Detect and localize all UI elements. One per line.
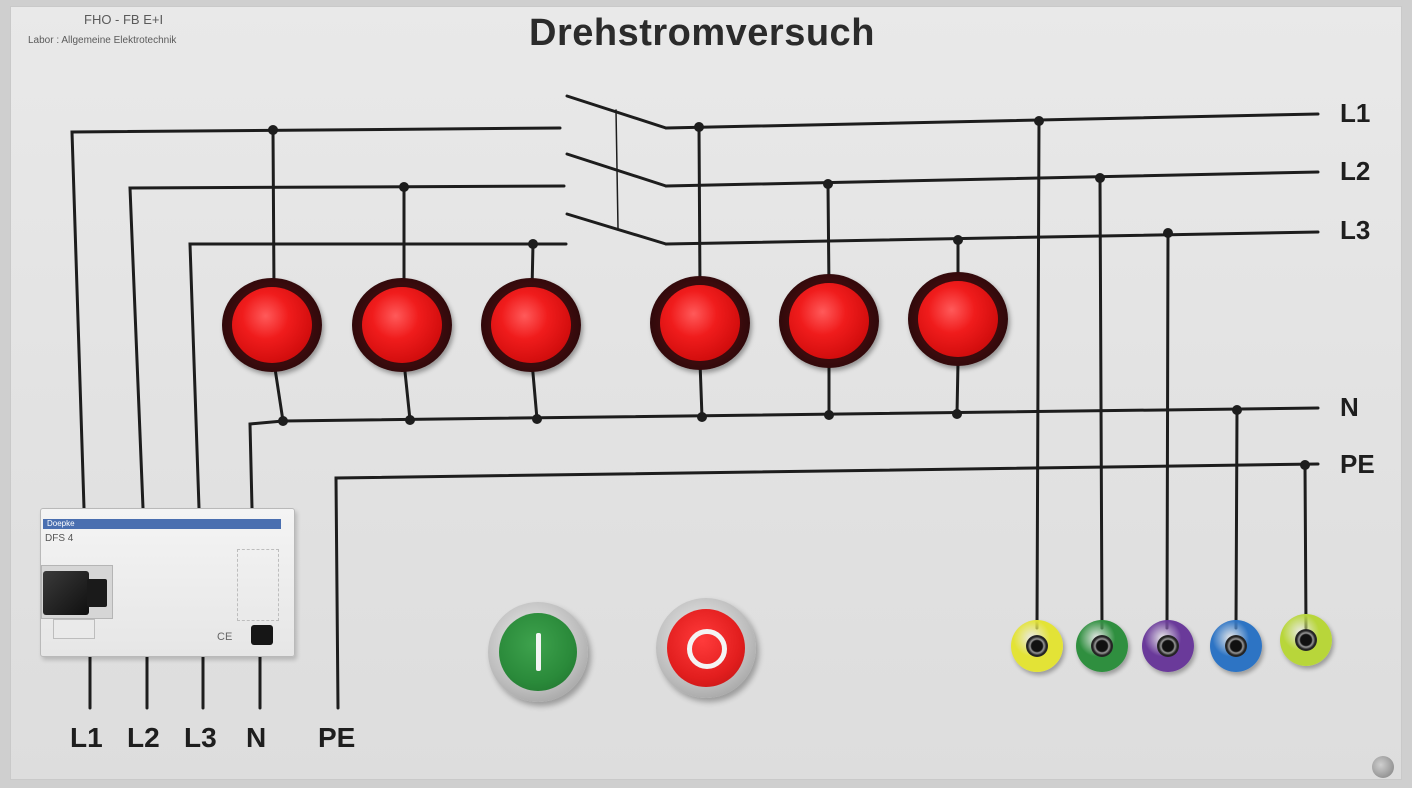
bus-l2 xyxy=(664,170,1320,188)
rcd-breaker: Doepke DFS 4 CE xyxy=(40,508,295,657)
socket-n[interactable] xyxy=(1210,620,1262,672)
wire-in-l1 xyxy=(70,126,562,510)
switch-coupler xyxy=(615,109,619,229)
junction-dot xyxy=(278,416,288,426)
junction-dot xyxy=(399,182,409,192)
rcd-toggle-lever[interactable] xyxy=(43,571,89,615)
start-button[interactable] xyxy=(488,602,588,702)
stop-button[interactable] xyxy=(656,598,756,698)
ce-mark: CE xyxy=(217,631,233,643)
indicator-lamp-1 xyxy=(222,278,322,372)
bus-label-pe: PE xyxy=(1340,449,1375,479)
junction-dot xyxy=(697,412,707,422)
bus-l1 xyxy=(664,112,1320,130)
junction-dot xyxy=(532,414,542,424)
switch-blade-l3 xyxy=(565,212,668,246)
socket-pe[interactable] xyxy=(1280,614,1332,666)
junction-dot xyxy=(952,409,962,419)
bottom-label-n: N xyxy=(246,722,267,753)
wire-pe xyxy=(334,462,1320,710)
bottom-label-pe: PE xyxy=(318,722,356,753)
wire-in-n xyxy=(248,406,1320,510)
junction-dot xyxy=(1095,173,1105,183)
socket-l2[interactable] xyxy=(1076,620,1128,672)
rcd-type-label: DFS 4 xyxy=(45,533,74,544)
bus-label-l2: L2 xyxy=(1340,156,1371,186)
junction-dot xyxy=(1163,228,1173,238)
bottom-label-l1: L1 xyxy=(70,722,103,753)
junction-dot xyxy=(1232,405,1242,415)
socket-l3[interactable] xyxy=(1142,620,1194,672)
rcd-lever-grip xyxy=(87,579,107,607)
bus-label-l1: L1 xyxy=(1340,98,1371,128)
page-title: Drehstromversuch xyxy=(529,12,875,54)
mounting-screw xyxy=(1372,756,1394,778)
rcd-circuit-diagram xyxy=(237,549,279,621)
off-symbol xyxy=(687,629,727,669)
socket-l1[interactable] xyxy=(1011,620,1063,672)
junction-dot xyxy=(694,122,704,132)
junction-dot xyxy=(528,239,538,249)
header-lab: Labor : Allgemeine Elektrotechnik xyxy=(28,35,177,46)
bottom-label-l2: L2 xyxy=(127,722,160,753)
rcd-status-window xyxy=(53,619,95,639)
indicator-lamp-5 xyxy=(779,274,879,368)
indicator-lamp-2 xyxy=(352,278,452,372)
junction-dot xyxy=(268,125,278,135)
bus-l3 xyxy=(664,230,1320,246)
stop-button-face xyxy=(667,609,745,687)
rcd-brand-band: Doepke xyxy=(43,519,281,529)
header-org: FHO - FB E+I xyxy=(84,12,164,27)
junction-dot xyxy=(823,179,833,189)
junction-dot xyxy=(1034,116,1044,126)
start-button-face xyxy=(499,613,577,691)
bus-label-n: N xyxy=(1340,392,1359,422)
bottom-label-l3: L3 xyxy=(184,722,217,753)
junction-dot xyxy=(405,415,415,425)
rcd-test-button[interactable] xyxy=(251,625,273,645)
junction-dot xyxy=(1300,460,1310,470)
on-symbol xyxy=(536,633,541,671)
indicator-lamp-4 xyxy=(650,276,750,370)
wire-in-l2 xyxy=(128,184,566,510)
junction-dot xyxy=(953,235,963,245)
bus-label-l3: L3 xyxy=(1340,215,1371,245)
indicator-lamp-6 xyxy=(908,272,1008,366)
wire-in-l3 xyxy=(188,242,568,510)
junction-dot xyxy=(824,410,834,420)
indicator-lamp-3 xyxy=(481,278,581,372)
